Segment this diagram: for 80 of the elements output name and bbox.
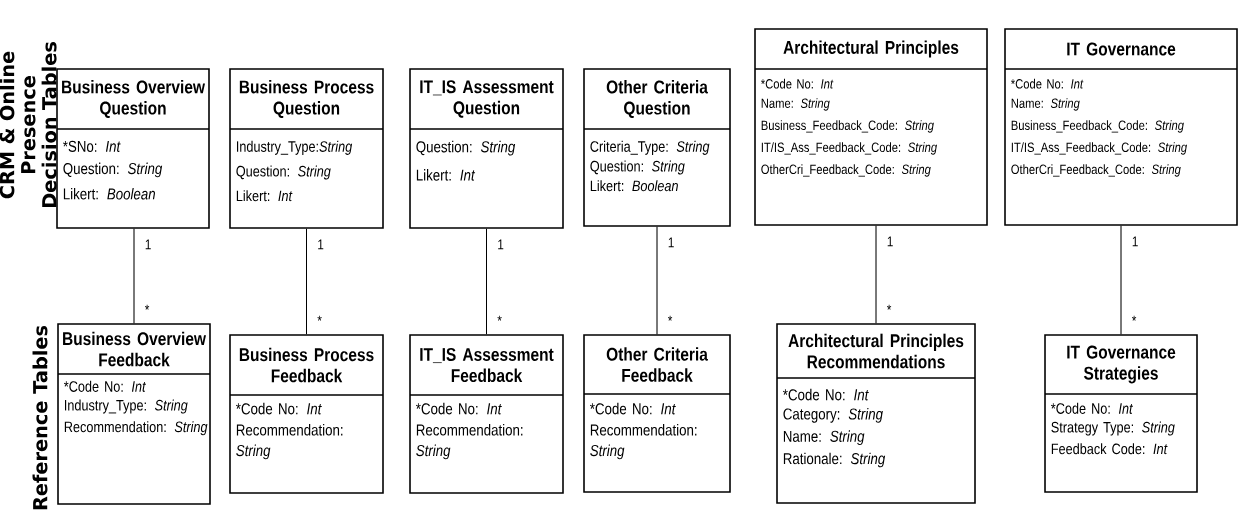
table-title: IT_IS Assessment Feedback (420, 347, 554, 383)
attribute-text: *Code No: Int (416, 402, 502, 415)
attribute-text: *Code No: Int (236, 402, 322, 415)
attribute-text: Name: String (783, 430, 865, 446)
attribute-text: Feedback Code: Int (1051, 443, 1168, 455)
multiplicity-label: * (668, 315, 673, 321)
attribute-text: Category: String (783, 408, 883, 423)
attribute-text: IT/IS_Ass_Feedback_Code: String (761, 142, 937, 155)
table-box (754, 28, 988, 226)
connector-line (485, 228, 488, 335)
attribute-text: *Code No: Int (64, 380, 146, 392)
attribute-text: *Code No: Int (1051, 402, 1133, 414)
table-box (56, 68, 210, 229)
table-title: Architectural Principles (783, 40, 959, 58)
attribute-text: Industry_Type:String (237, 140, 353, 155)
attribute-text: Question: String (416, 140, 516, 156)
table-box (583, 334, 731, 493)
attribute-text: Likert: Int (416, 169, 476, 181)
table-box (776, 323, 976, 504)
table-title: Business Overview Feedback (63, 331, 206, 367)
table-box (1044, 334, 1198, 493)
connector-line (875, 225, 877, 324)
attribute-text: *Code No: Int (590, 402, 676, 415)
attribute-text: Rationale: String (783, 452, 886, 468)
multiplicity-label: 1 (668, 237, 674, 248)
table-box (229, 334, 384, 494)
table-title: Business Process Question (239, 79, 374, 119)
attribute-text: *Code No: Int (761, 78, 834, 89)
multiplicity-label: * (497, 315, 502, 321)
attribute-text: Likert: Int (236, 190, 293, 202)
attribute-text: Business_Feedback_Code: String (761, 120, 934, 133)
attribute-text: Name: String (761, 98, 830, 111)
attribute-text: Likert: Boolean (590, 180, 678, 192)
attribute-text: OtherCri_Feedback_Code: String (761, 164, 931, 177)
connector-line (133, 228, 135, 324)
connector-line (1120, 225, 1122, 335)
table-box (229, 68, 384, 229)
table-title: Architectural Principles Recommendations (788, 333, 964, 369)
connector-line (305, 228, 308, 335)
table-box (583, 68, 731, 227)
attribute-text: *SNo: Int (63, 140, 121, 152)
attribute-text: Name: String (1011, 98, 1080, 111)
table-title: IT Governance Strategies (1067, 345, 1176, 384)
connector-line (656, 226, 658, 335)
table-title: Other Criteria Feedback (606, 347, 708, 382)
multiplicity-label: * (145, 304, 150, 310)
table-box (1004, 28, 1238, 226)
attribute-text: Likert: Boolean (63, 187, 155, 200)
attribute-text: *Code No: Int (1011, 78, 1084, 89)
multiplicity-label: 1 (318, 239, 324, 250)
attribute-text: Business_Feedback_Code: String (1011, 120, 1184, 133)
attribute-text: Industry_Type: String (65, 399, 188, 414)
table-title: Other Criteria Question (606, 79, 708, 119)
table-box (57, 323, 211, 505)
multiplicity-label: * (887, 304, 892, 310)
attribute-text: *Code No: Int (783, 388, 869, 401)
multiplicity-label: 1 (887, 236, 893, 247)
table-title: Business Overview Question (62, 79, 205, 119)
multiplicity-label: 1 (145, 239, 151, 250)
attribute-text: OtherCri_Feedback_Code: String (1011, 164, 1181, 177)
attribute-text: Recommendation: String (416, 424, 523, 460)
multiplicity-label: * (1132, 315, 1137, 321)
attribute-text: Question: String (236, 165, 331, 180)
table-title: IT Governance (1067, 42, 1176, 56)
attribute-text: Recommendation: String (236, 424, 343, 460)
multiplicity-label: * (317, 315, 322, 321)
attribute-text: Recommendation: String (590, 424, 697, 460)
table-box (409, 68, 564, 229)
attribute-text: Criteria_Type: String (590, 140, 710, 155)
attribute-text: Question: String (63, 162, 163, 178)
multiplicity-label: 1 (1132, 236, 1138, 247)
attribute-text: IT/IS_Ass_Feedback_Code: String (1011, 142, 1187, 155)
table-box (409, 334, 564, 494)
row-label: CRM & Online Presence Decision Tables (0, 42, 57, 208)
multiplicity-label: 1 (498, 239, 504, 250)
table-title: Business Process Feedback (239, 347, 374, 383)
attribute-text: Strategy Type: String (1051, 421, 1175, 436)
attribute-text: Question: String (590, 160, 685, 175)
attribute-text: Recommendation: String (64, 421, 208, 436)
table-title: IT_IS Assessment Question (420, 80, 554, 118)
